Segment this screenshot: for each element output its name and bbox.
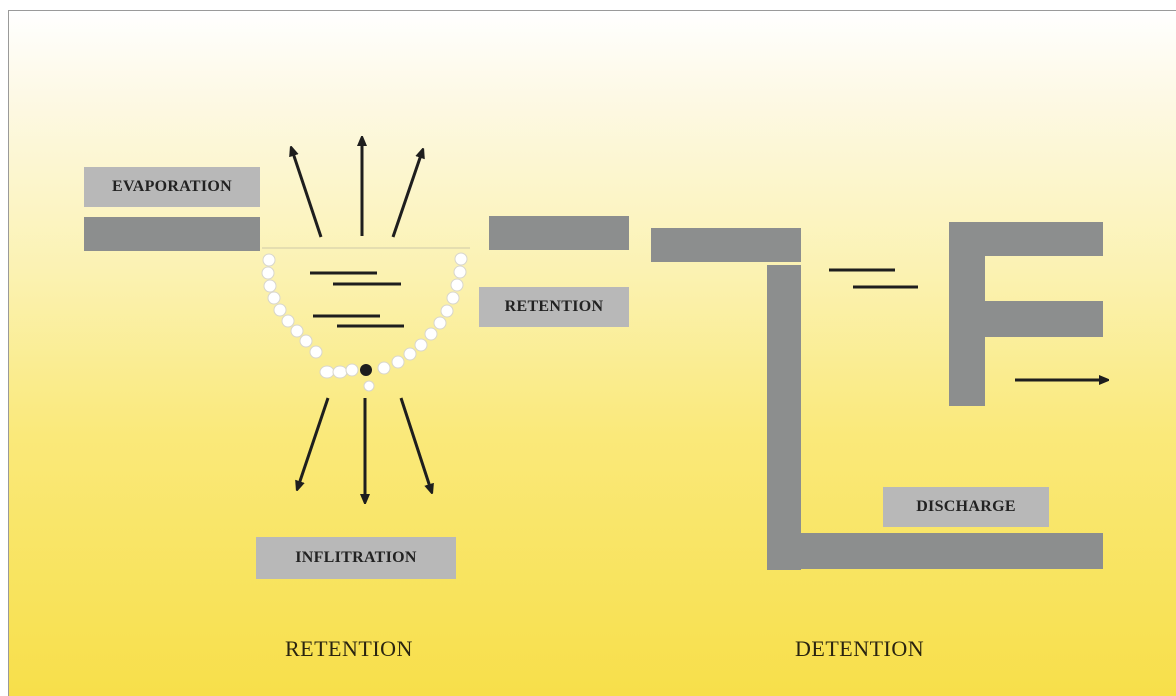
basin-pebbles (261, 252, 468, 392)
infiltration-label: INFLITRATION (256, 537, 456, 579)
detention-bottom-bar (767, 533, 1103, 569)
discharge-label: DISCHARGE (883, 487, 1049, 527)
infiltration-arrows (298, 397, 431, 500)
basin-water-lines (310, 271, 404, 328)
outlet-middle-bar (949, 301, 1103, 337)
retention-basin (261, 247, 470, 392)
evaporation-arrows (292, 140, 422, 238)
ground-bar-middle (489, 216, 629, 250)
retention-caption: RETENTION (285, 636, 413, 661)
detention-top-bar (651, 228, 801, 262)
detention-caption: DETENTION (795, 636, 925, 661)
basin-outlet-dot (360, 364, 372, 376)
evaporation-label: EVAPORATION (84, 167, 260, 207)
retention-label: RETENTION (479, 287, 629, 327)
detention-water-lines (829, 268, 918, 289)
ground-bar-left (84, 217, 260, 251)
detention-wall (767, 265, 801, 570)
